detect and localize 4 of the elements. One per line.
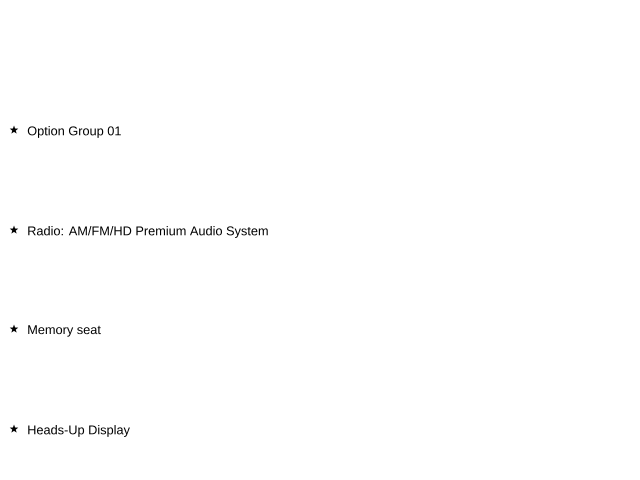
list-item: Heads-Up Display <box>28 425 130 437</box>
list-item: Option Group 01 <box>28 126 121 138</box>
list-item: Radio: AM/FM/HD Premium Audio System <box>28 226 268 238</box>
list-item: Memory seat <box>28 325 101 337</box>
